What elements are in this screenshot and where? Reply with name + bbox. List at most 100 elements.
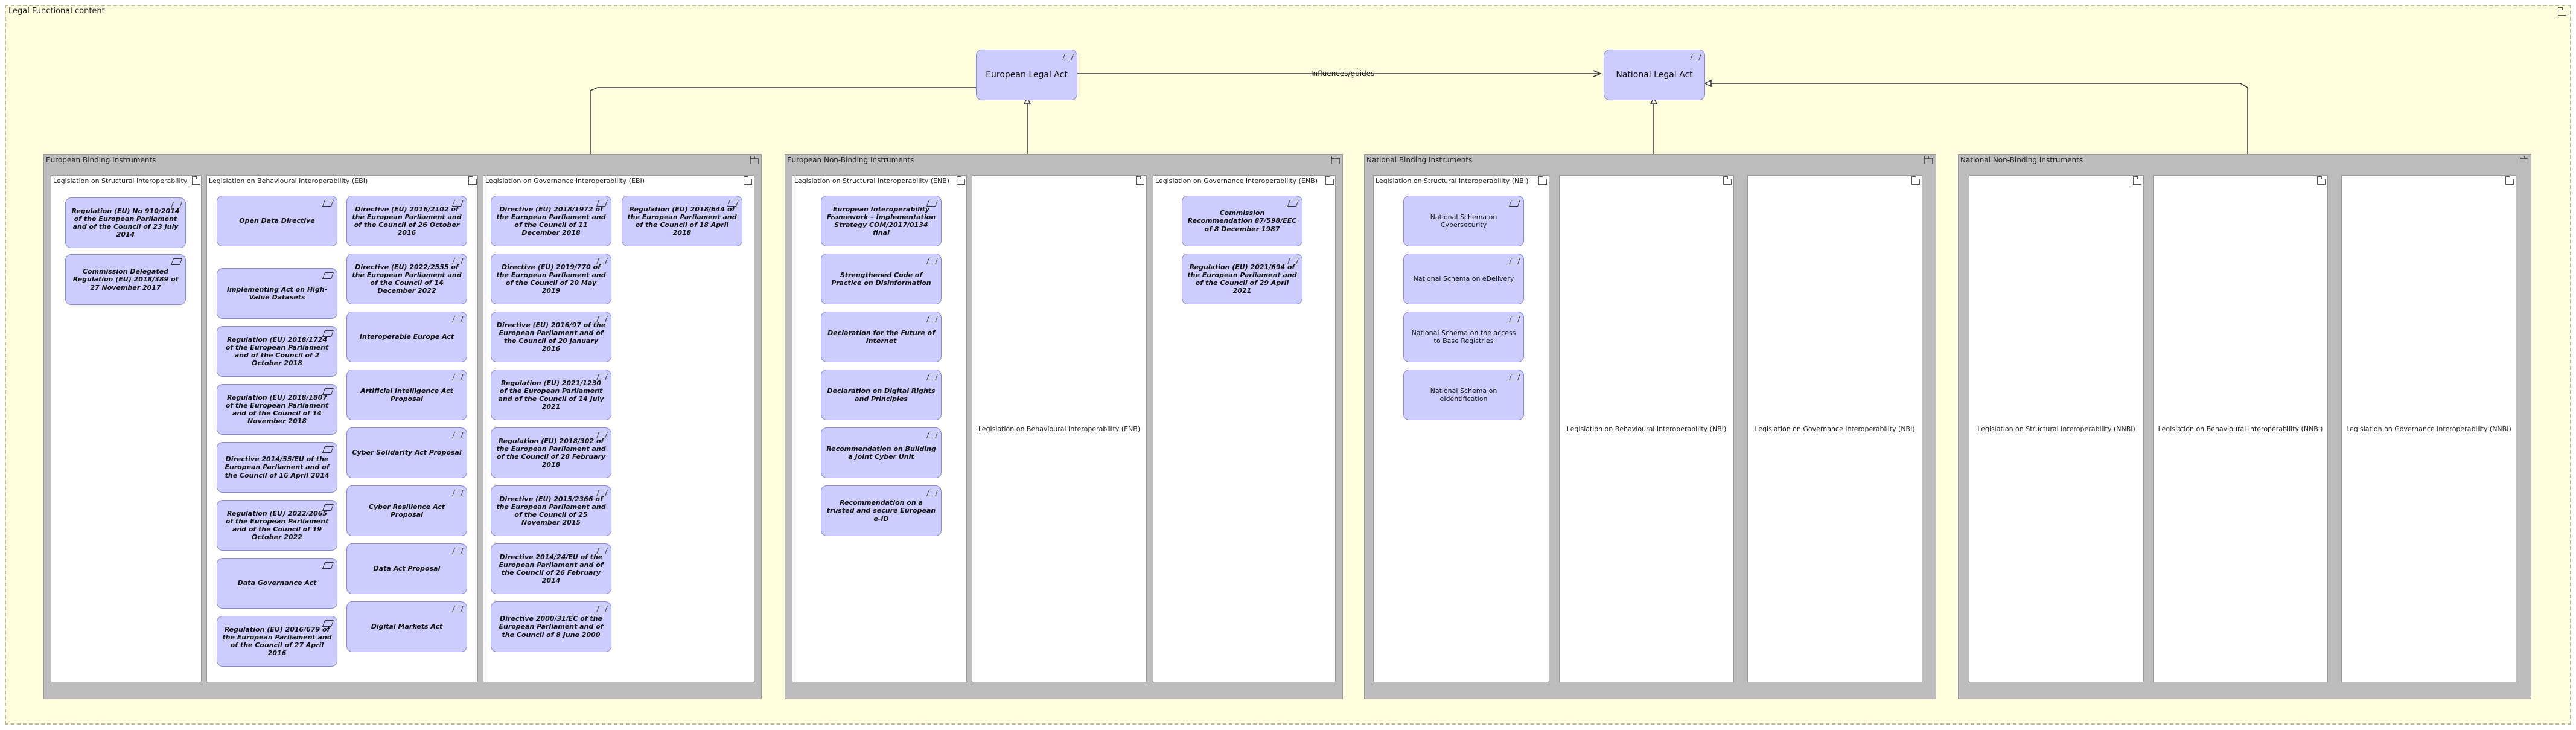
legal-act-icon — [596, 606, 608, 612]
ebi-behavioural-item[interactable]: Cyber Solidarity Act Proposal — [346, 427, 467, 478]
ebi-behavioural-title: Legislation on Behavioural Interoperabil… — [209, 177, 368, 185]
ebi-behavioural-item[interactable]: Directive (EU) 2022/2555 of the European… — [346, 254, 467, 304]
legal-act-icon — [451, 374, 464, 380]
ebi-behavioural-item[interactable]: Data Act Proposal — [346, 543, 467, 594]
folder-icon — [2519, 156, 2528, 164]
ebi-behavioural-item[interactable]: Cyber Resilience Act Proposal — [346, 485, 467, 536]
nbi-structural-item[interactable]: National Schema on Cybersecurity — [1403, 196, 1524, 246]
nbi-behavioural-title: Legislation on Behavioural Interoperabil… — [1566, 424, 1727, 433]
legal-act-icon — [926, 432, 939, 438]
folder-icon — [1911, 176, 1920, 185]
ebi-structural-item[interactable]: Commission Delegated Regulation (EU) 201… — [65, 254, 186, 305]
enb-behavioural-container[interactable]: Legislation on Behavioural Interoperabil… — [972, 175, 1147, 682]
ebi-governance-item[interactable]: Directive (EU) 2018/1972 of the European… — [491, 196, 611, 246]
ebi-behavioural-item[interactable]: Regulation (EU) 2022/2065 of the Europea… — [217, 500, 337, 551]
enb-governance-item[interactable]: Regulation (EU) 2021/694 of the European… — [1182, 254, 1302, 304]
legal-act-icon — [596, 200, 608, 207]
nbi-structural-item[interactable]: National Schema on the access to Base Re… — [1403, 312, 1524, 362]
ebi-structural-container[interactable] — [51, 175, 202, 682]
group-title: European Binding Instruments — [46, 156, 156, 164]
ebi-behavioural-item[interactable]: Implementing Act on High-Value Datasets — [217, 268, 337, 319]
enb-structural-item[interactable]: European Interoperability Framework – Im… — [821, 196, 942, 246]
folder-icon — [2505, 176, 2514, 185]
legal-act-icon — [926, 316, 939, 322]
folder-icon — [191, 176, 200, 185]
ebi-behavioural-item[interactable]: Digital Markets Act — [346, 601, 467, 652]
group-title: European Non-Binding Instruments — [787, 156, 914, 164]
nnb-structural-container[interactable]: Legislation on Structural Interoperabili… — [1969, 175, 2144, 682]
ebi-structural-item[interactable]: Regulation (EU) No 910/2014 of the Europ… — [65, 197, 186, 248]
outer-title: Legal Functional content — [8, 7, 105, 16]
ebi-governance-item[interactable]: Regulation (EU) 2018/302 of the European… — [491, 427, 611, 478]
enb-structural-item[interactable]: Strengthened Code of Practice on Disinfo… — [821, 254, 942, 304]
legal-act-icon — [322, 272, 334, 279]
legal-act-icon — [1287, 258, 1299, 264]
enb-structural-item[interactable]: Recommendation on a trusted and secure E… — [821, 485, 942, 536]
legal-act-icon — [322, 562, 334, 569]
ebi-behavioural-item[interactable]: Artificial Intelligence Act Proposal — [346, 370, 467, 420]
enb-structural-title: Legislation on Structural Interoperabili… — [794, 177, 950, 185]
ebi-behavioural-item[interactable]: Data Governance Act — [217, 558, 337, 609]
ebi-behavioural-item[interactable]: Regulation (EU) 2016/679 of the European… — [217, 616, 337, 667]
enb-governance-title: Legislation on Governance Interoperabili… — [1155, 177, 1318, 185]
nbi-structural-item[interactable]: National Schema on eDelivery — [1403, 254, 1524, 304]
ebi-behavioural-item[interactable]: Interoperable Europe Act — [346, 312, 467, 362]
nbi-behavioural-container[interactable]: Legislation on Behavioural Interoperabil… — [1559, 175, 1734, 682]
folder-icon — [1325, 176, 1334, 185]
legal-act-icon — [1062, 54, 1074, 60]
ebi-behavioural-item[interactable]: Regulation (EU) 2018/1807 of the Europea… — [217, 384, 337, 435]
enb-behavioural-title: Legislation on Behavioural Interoperabil… — [978, 424, 1141, 433]
ebi-behavioural-item[interactable]: Open Data Directive — [217, 196, 337, 246]
ebi-behavioural-item[interactable]: Regulation (EU) 2018/1724 of the Europea… — [217, 326, 337, 377]
legal-act-icon — [596, 374, 608, 380]
legal-act-icon — [170, 202, 183, 208]
folder-icon — [2132, 176, 2141, 185]
folder-icon — [743, 176, 752, 185]
nnb-governance-title: Legislation on Governance Interoperabili… — [2346, 424, 2511, 433]
legal-act-icon — [451, 316, 464, 322]
legal-act-icon — [596, 258, 608, 264]
legal-act-icon — [451, 258, 464, 264]
enb-structural-item[interactable]: Recommendation on Building a Joint Cyber… — [821, 427, 942, 478]
folder-icon — [1924, 156, 1933, 164]
group-title: National Binding Instruments — [1366, 156, 1473, 164]
nbi-governance-title: Legislation on Governance Interoperabili… — [1755, 424, 1915, 433]
enb-structural-item[interactable]: Declaration on Digital Rights and Princi… — [821, 370, 942, 420]
enb-governance-container[interactable] — [1153, 175, 1336, 682]
nbi-governance-container[interactable]: Legislation on Governance Interoperabili… — [1747, 175, 1922, 682]
ebi-behavioural-item[interactable]: Directive (EU) 2016/2102 of the European… — [346, 196, 467, 246]
legal-act-icon — [322, 620, 334, 627]
ebi-behavioural-item[interactable]: Directive 2014/55/EU of the European Par… — [217, 442, 337, 493]
legal-act-icon — [596, 432, 608, 438]
influences-guides-label: Influences/guides — [1311, 69, 1375, 78]
nbi-structural-container[interactable] — [1373, 175, 1549, 682]
legal-act-icon — [596, 316, 608, 322]
national-legal-act[interactable]: National Legal Act — [1604, 50, 1705, 100]
ebi-structural-title: Legislation on Structural Interoperabili… — [53, 177, 189, 185]
enb-governance-item[interactable]: Commission Recommendation 87/598/EEC of … — [1182, 196, 1302, 246]
nbi-structural-title: Legislation on Structural Interoperabili… — [1376, 177, 1529, 185]
ebi-governance-item[interactable]: Regulation (EU) 2018/644 of the European… — [622, 196, 742, 246]
folder-icon — [468, 176, 477, 185]
enb-structural-item[interactable]: Declaration for the Future of Internet — [821, 312, 942, 362]
legal-act-icon — [926, 374, 939, 380]
european-legal-act[interactable]: European Legal Act — [976, 50, 1077, 100]
legal-act-icon — [322, 200, 334, 207]
folder-icon — [1331, 156, 1340, 164]
nbi-structural-item[interactable]: National Schema on eIdentification — [1403, 370, 1524, 420]
folder-icon — [1723, 176, 1732, 185]
ebi-governance-item[interactable]: Directive 2000/31/EC of the European Par… — [491, 601, 611, 652]
ebi-governance-title: Legislation on Governance Interoperabili… — [485, 177, 645, 185]
ebi-governance-item[interactable]: Regulation (EU) 2021/1230 of the Europea… — [491, 370, 611, 420]
nnb-behavioural-container[interactable]: Legislation on Behavioural Interoperabil… — [2153, 175, 2328, 682]
ebi-governance-item[interactable]: Directive 2014/24/EU of the European Par… — [491, 543, 611, 594]
folder-icon — [1538, 176, 1547, 185]
group-title: National Non-Binding Instruments — [1960, 156, 2083, 164]
nnb-behavioural-title: Legislation on Behavioural Interoperabil… — [2158, 424, 2323, 433]
legal-act-icon — [926, 490, 939, 496]
nnb-governance-container[interactable]: Legislation on Governance Interoperabili… — [2341, 175, 2516, 682]
ebi-governance-item[interactable]: Directive (EU) 2019/770 of the European … — [491, 254, 611, 304]
ebi-governance-item[interactable]: Directive (EU) 2016/97 of the European P… — [491, 312, 611, 362]
ebi-governance-item[interactable]: Directive (EU) 2015/2366 of the European… — [491, 485, 611, 536]
legal-act-icon — [1508, 258, 1521, 264]
